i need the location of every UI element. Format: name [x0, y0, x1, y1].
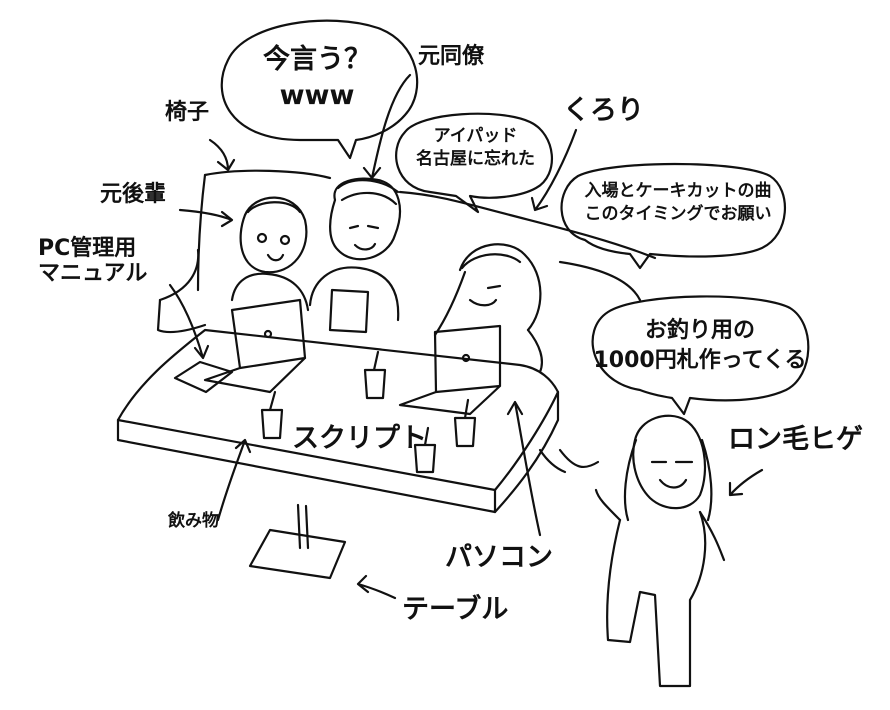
- ipad: [328, 288, 370, 334]
- arrow-computer: [506, 400, 542, 537]
- speech-bubbles: [220, 19, 810, 416]
- bubble-say-now: [220, 19, 419, 160]
- table-top: [116, 328, 560, 492]
- laptops: [173, 288, 502, 416]
- bubble-cake-song-text: 入場とケーキカットの曲 このタイミングでお願い: [568, 180, 788, 226]
- laptop-right: [398, 324, 502, 416]
- label-kurori: くろり: [563, 95, 644, 126]
- table-front: [116, 418, 497, 514]
- arrow-chair: [208, 138, 236, 172]
- laptop-left: [203, 298, 307, 394]
- junior-head: [239, 196, 308, 274]
- bubble-line: 入場とケーキカットの曲: [584, 181, 772, 201]
- drinks: [260, 350, 477, 474]
- bubble-say-now-text: 今言う？ www: [262, 42, 372, 115]
- bubble-line: このタイミングでお願い: [584, 203, 772, 224]
- colleague-head: [329, 177, 402, 261]
- manual: [173, 360, 234, 394]
- arrow-table: [356, 574, 397, 600]
- label-line: マニュアル: [38, 261, 148, 287]
- bubble-ipad: [395, 112, 553, 214]
- label-former-junior: 元後輩: [100, 182, 167, 207]
- label-former-colleague: 元同僚: [418, 44, 485, 69]
- label-table: テーブル: [402, 594, 509, 625]
- bubble-line: 今言う？: [263, 44, 371, 75]
- table-leg: [296, 503, 310, 550]
- bubble-line: www: [279, 80, 355, 112]
- label-long-hair-beard: ロン毛ヒゲ: [728, 424, 863, 455]
- label-computer: パソコン: [445, 542, 553, 573]
- bubble-money: [591, 295, 810, 416]
- beard-head: [632, 414, 707, 510]
- bubble-line: 1000円札作ってくる: [593, 347, 807, 373]
- pointer-arrows: [168, 73, 764, 600]
- table: [116, 328, 560, 580]
- label-script: スクリプト: [292, 423, 427, 454]
- label-line: PC管理用: [38, 236, 137, 261]
- label-chair: 椅子: [165, 100, 210, 125]
- beard-body: [606, 510, 707, 688]
- arrow-manual: [168, 283, 210, 360]
- bubble-line: アイパッド: [433, 126, 518, 146]
- arrow-colleague: [362, 73, 412, 180]
- label-pc-manual: PC管理用 マニュアル: [38, 236, 147, 287]
- people: [230, 177, 726, 688]
- bubble-line: お釣り用の: [644, 318, 755, 343]
- arrow-drinks: [216, 438, 252, 522]
- arrow-beard: [728, 468, 764, 497]
- sofa: [156, 169, 657, 474]
- label-drinks: 飲み物: [168, 511, 219, 531]
- bubble-cake-song: [560, 162, 787, 270]
- arrow-junior: [178, 208, 234, 228]
- bubble-money-text: お釣り用の 1000円札作ってくる: [590, 316, 810, 375]
- bubble-line: 名古屋に忘れた: [416, 148, 535, 169]
- arrow-kurori: [530, 128, 578, 212]
- table-base: [248, 528, 347, 580]
- bubble-ipad-text: アイパッド 名古屋に忘れた: [408, 125, 543, 171]
- kurori-head: [458, 243, 542, 332]
